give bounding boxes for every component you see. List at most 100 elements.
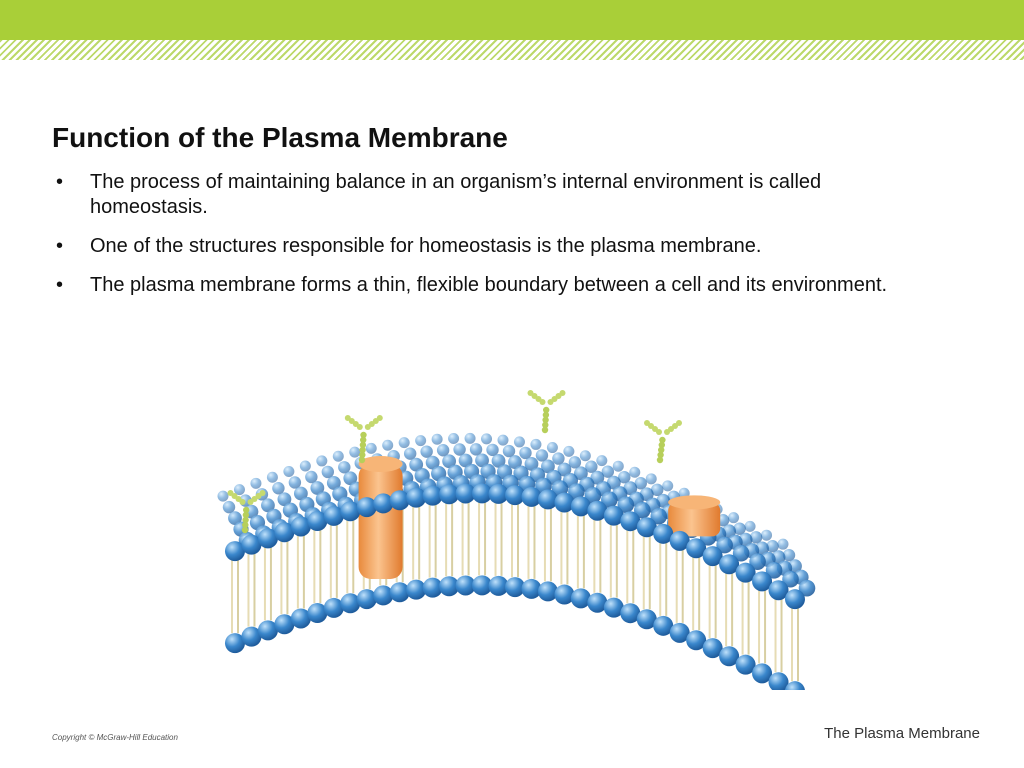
phospholipid-head-back xyxy=(749,553,766,570)
phospholipid-head-top xyxy=(422,485,443,506)
phospholipid-head-top xyxy=(257,528,278,549)
phospholipid-head-bottom xyxy=(570,588,591,609)
phospholipid-head-bottom xyxy=(472,575,493,596)
phospholipid-head-bottom xyxy=(719,646,740,667)
carbohydrate-bead xyxy=(241,526,249,534)
phospholipid-head-back xyxy=(782,548,796,562)
surface-protein xyxy=(668,502,721,537)
carbohydrate-bead xyxy=(541,426,549,434)
phospholipid-head-top xyxy=(669,530,690,551)
phospholipid-head-bottom xyxy=(225,633,245,654)
membrane-top-heads xyxy=(225,483,805,610)
carbohydrate-bead xyxy=(542,411,550,419)
phospholipid-head-top xyxy=(225,541,245,562)
phospholipid-head-back xyxy=(634,477,647,490)
phospholipid-head-top xyxy=(241,534,262,555)
phospholipid-head-back xyxy=(415,435,427,447)
carbohydrate-bead xyxy=(359,441,367,449)
phospholipid-head-bottom xyxy=(356,589,377,610)
carbohydrate-bead xyxy=(376,415,383,421)
phospholipid-head-top xyxy=(554,492,575,513)
carbohydrate-bead xyxy=(559,390,566,396)
phospholipid-head-top xyxy=(735,562,756,583)
phospholipid-head-top xyxy=(752,571,773,592)
phospholipid-head-back xyxy=(321,465,335,479)
carbohydrate-bead xyxy=(658,446,665,454)
phospholipid-head-back xyxy=(798,579,816,597)
phospholipid-head-top xyxy=(603,505,624,526)
phospholipid-head-back xyxy=(629,466,641,478)
phospholipid-head-back xyxy=(250,477,262,489)
phospholipid-head-bottom xyxy=(274,614,295,635)
phospholipid-head-bottom xyxy=(554,584,575,605)
phospholipid-head-back xyxy=(425,455,440,470)
phospholipid-head-top xyxy=(521,486,542,507)
phospholipid-head-back xyxy=(222,500,236,514)
phospholipid-head-back xyxy=(633,501,651,519)
carbohydrate-bead xyxy=(243,506,250,514)
phospholipid-head-bottom xyxy=(669,622,690,643)
phospholipid-head-top xyxy=(653,523,674,544)
phospholipid-head-back xyxy=(585,460,598,473)
carbohydrate-bead xyxy=(657,451,664,459)
phospholipid-head-bottom xyxy=(735,654,756,675)
phospholipid-head-top xyxy=(472,483,493,504)
phospholipid-head-top xyxy=(505,485,525,506)
carbohydrate-bead xyxy=(259,490,266,496)
phospholipid-head-top xyxy=(785,589,805,610)
phospholipid-head-bottom xyxy=(620,603,641,624)
phospholipid-head-back xyxy=(228,511,242,526)
phospholipid-head-back xyxy=(513,436,525,448)
phospholipid-head-bottom xyxy=(505,577,525,598)
carbohydrate-bead xyxy=(676,420,682,426)
bullet-homeostasis-definition: The process of maintaining balance in an… xyxy=(52,170,932,220)
phospholipid-head-back xyxy=(530,438,542,450)
phospholipid-head-back xyxy=(486,443,499,457)
phospholipid-head-top xyxy=(537,489,558,510)
carbohydrate-bead xyxy=(360,436,367,444)
phospholipid-head-back xyxy=(365,442,377,454)
phospholipid-head-back xyxy=(618,470,631,484)
phospholipid-head-back xyxy=(283,465,295,477)
phospholipid-head-back xyxy=(338,461,351,474)
phospholipid-head-top xyxy=(389,490,410,511)
phospholipid-head-back xyxy=(519,446,532,460)
phospholipid-head-back xyxy=(749,531,763,544)
phospholipid-head-top xyxy=(455,483,476,504)
phospholipid-head-back xyxy=(277,492,292,507)
slide-title: Function of the Plasma Membrane xyxy=(52,122,508,153)
phospholipid-head-top xyxy=(719,554,740,575)
surface-protein-top xyxy=(668,495,721,510)
phospholipid-head-bottom xyxy=(290,608,311,629)
phospholipid-head-back xyxy=(573,466,588,481)
phospholipid-head-back xyxy=(552,452,565,465)
phospholipid-head-bottom xyxy=(752,663,773,684)
phospholipid-head-top xyxy=(356,497,377,518)
phospholipid-head-back xyxy=(508,455,522,469)
phospholipid-head-back xyxy=(524,457,539,471)
phospholipid-head-back xyxy=(645,473,657,485)
phospholipid-head-top xyxy=(636,517,657,538)
carbohydrate-bead xyxy=(542,416,549,424)
bullet-list: The process of maintaining balance in an… xyxy=(52,170,932,312)
carbohydrate-bead xyxy=(359,451,366,459)
phospholipid-head-back xyxy=(563,445,575,457)
phospholipid-head-back xyxy=(475,453,489,468)
phospholipid-head-bottom xyxy=(521,578,542,599)
phospholipid-head-back xyxy=(382,439,394,451)
carbohydrate-bead xyxy=(242,521,249,529)
phospholipid-head-back xyxy=(448,432,460,444)
phospholipid-head-back xyxy=(420,445,433,458)
membrane-proteins xyxy=(358,455,721,579)
phospholipid-head-back xyxy=(272,482,285,495)
phospholipid-head-back xyxy=(293,486,308,501)
carbohydrate-bead xyxy=(644,420,650,426)
bullet-membrane-boundary: The plasma membrane forms a thin, flexib… xyxy=(52,273,932,298)
membrane-carbohydrates xyxy=(227,390,682,534)
phospholipid-head-back xyxy=(442,454,457,469)
phospholipid-head-top xyxy=(702,546,723,567)
phospholipid-head-top xyxy=(686,538,707,559)
phospholipid-head-bottom xyxy=(455,575,476,596)
phospholipid-head-back xyxy=(288,476,302,489)
